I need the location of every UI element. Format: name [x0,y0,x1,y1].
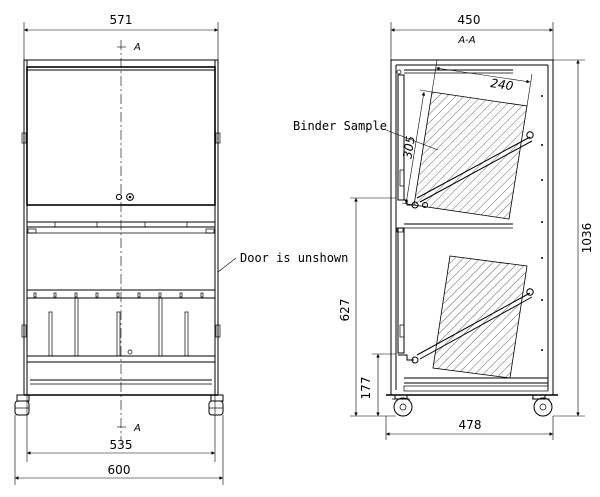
front-dim-600: 600 [108,463,131,477]
section-title: A-A [457,35,475,46]
binder-width-dimension: 240 [431,59,533,107]
side-top-dimension: 450 A-A [390,13,554,60]
bottom-width-dimension: 478 [385,416,554,440]
binder-sample-label: Binder Sample [293,119,439,151]
shelf-height-dimension: 627 [338,197,396,417]
side-dim-1036: 1036 [580,223,594,254]
binder-sample-text: Binder Sample [293,119,387,133]
divider-rods [48,297,189,357]
section-mark-top: A [117,42,141,53]
side-caster-right [532,394,553,417]
front-dim-535: 535 [110,438,133,452]
door-note-text: Door is unshown [240,251,348,265]
binder-dim-305: 305 [400,135,417,160]
section-mark-bottom: A [117,423,141,434]
upper-door-panel [26,66,216,206]
rail-slots [33,292,204,298]
binder-dim-240: 240 [490,76,515,93]
section-mark-top-label: A [133,42,141,53]
front-dim-571: 571 [110,13,133,27]
overall-height-dimension: 1036 [553,59,594,417]
binder-sample-upper [413,91,528,220]
front-top-dimension: 571 [23,13,219,60]
lower-rail [26,289,216,299]
front-caster-left [14,394,30,416]
side-dim-627: 627 [338,299,352,322]
side-dim-478: 478 [459,418,482,432]
side-dim-177: 177 [359,377,373,400]
door-knob [115,193,123,201]
side-right-holes [541,95,543,351]
side-view: 450 A-A [293,13,594,440]
binder-height-dimension: 305 [400,89,433,206]
section-mark-bottom-label: A [133,423,141,434]
side-dim-450: 450 [458,13,481,27]
side-caster-left [392,394,413,417]
binder-sample-lower [432,255,528,379]
front-view: 571 A A [14,13,348,485]
door-note: Door is unshown [217,251,348,273]
front-bottom-dimension-535: 535 [26,395,216,462]
front-caster-right [208,394,224,416]
front-bottom-dimension-600: 600 [14,415,224,485]
door-lock [126,193,134,201]
bottom-height-dimension: 177 [359,353,396,416]
